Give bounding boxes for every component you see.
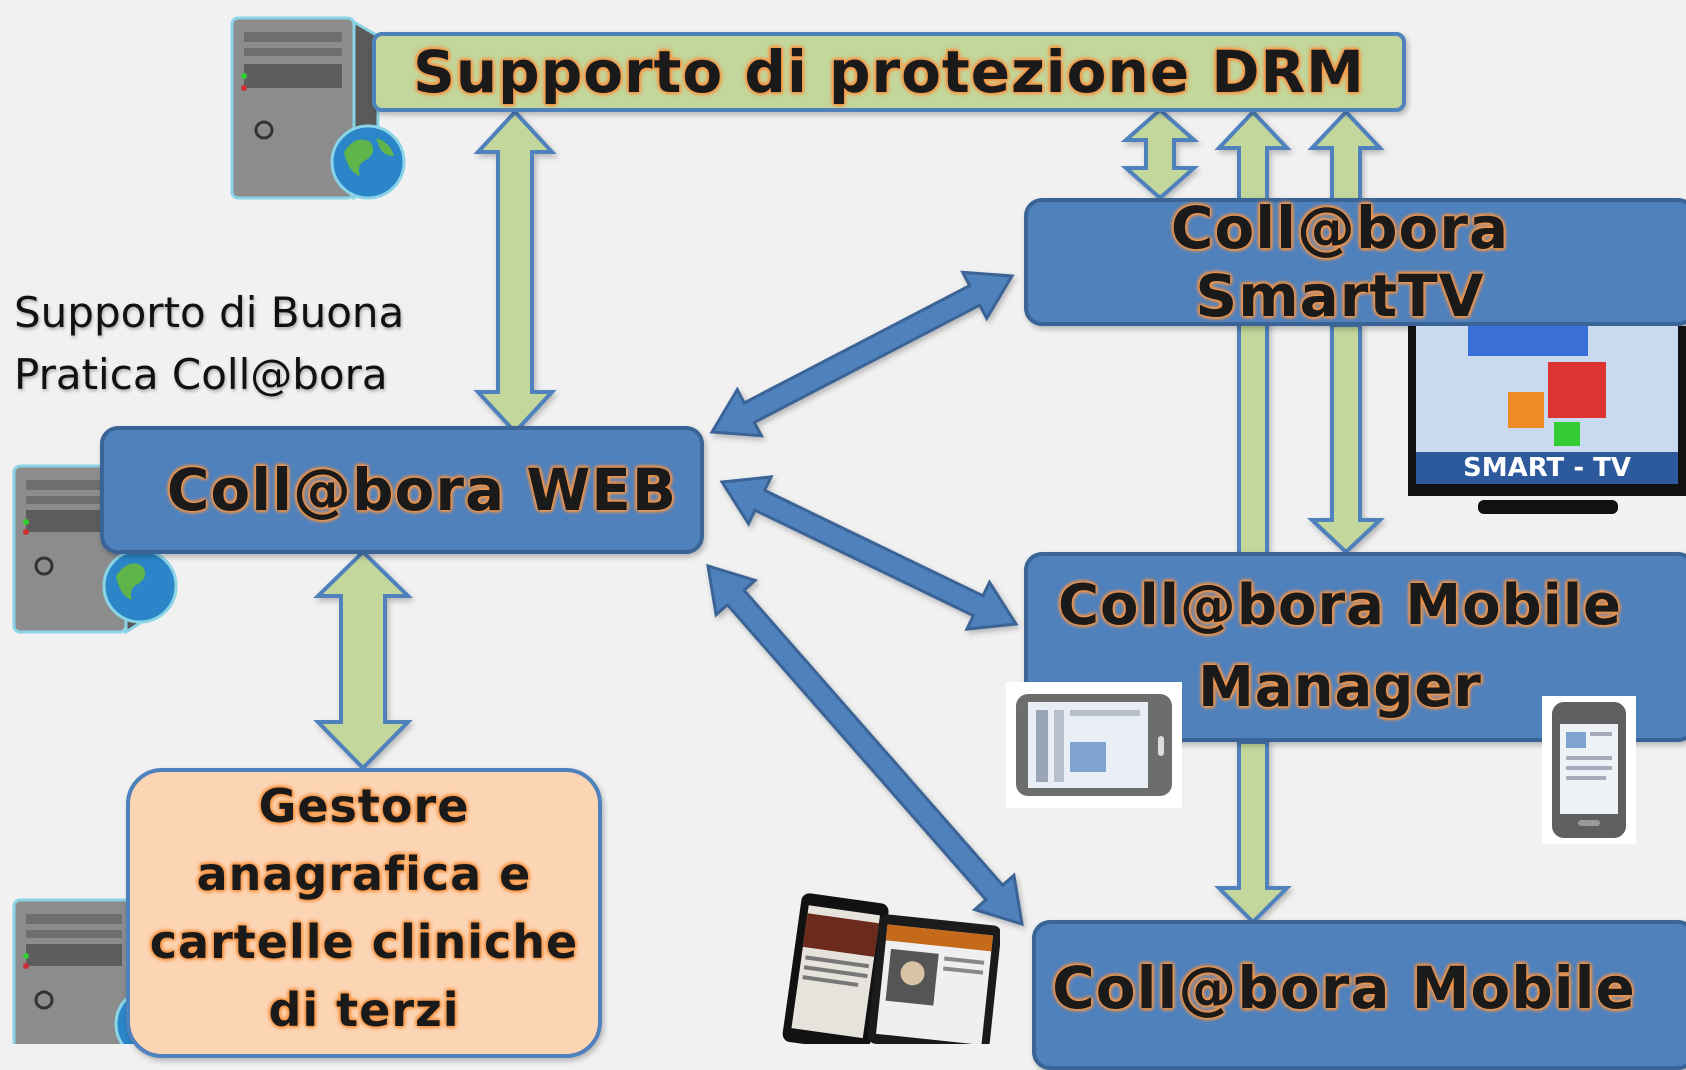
drm-box: Supporto di protezione DRM xyxy=(372,32,1406,112)
web-box: Coll@bora WEB xyxy=(100,426,704,554)
arrow-web-smarttv xyxy=(709,270,1015,438)
tablet-icon xyxy=(1006,682,1182,808)
smarttv-box: Coll@bora SmartTV xyxy=(1024,194,1686,330)
connector-layer xyxy=(313,107,1386,927)
mobile-manager-line1: Coll@bora Mobile xyxy=(1057,573,1623,638)
tablets-photo-icon xyxy=(782,893,1000,1044)
mobile-manager-line2: Manager xyxy=(1198,655,1482,720)
registry-box: Gestore anagrafica e cartelle cliniche d… xyxy=(126,768,602,1058)
smartphone-icon xyxy=(1542,696,1636,844)
smarttv-label: Coll@bora SmartTV xyxy=(1170,194,1510,330)
arrow-mobile-to-drm xyxy=(1214,109,1292,560)
mobile-box: Coll@bora Mobile xyxy=(1032,920,1686,1070)
registry-line3: cartelle cliniche xyxy=(149,915,579,969)
arrow-manager-to-mobile xyxy=(1214,740,1292,925)
arrow-web-mobile-manager xyxy=(719,475,1019,631)
arrow-drm-web xyxy=(473,109,557,435)
mobile-manager-box: Coll@bora Mobile Manager xyxy=(1024,552,1686,742)
arrow-smarttv-to-manager xyxy=(1306,323,1386,555)
tv-label: SMART - TV xyxy=(1463,453,1631,483)
registry-line1: Gestore xyxy=(258,779,470,833)
good-practice-line1: Supporto di Buona xyxy=(14,288,405,337)
arrow-web-registry xyxy=(313,549,413,771)
good-practice-label: Supporto di Buona Pratica Coll@bora xyxy=(14,282,404,406)
arrow-manager-to-drm xyxy=(1307,109,1385,202)
good-practice-line2: Pratica Coll@bora xyxy=(14,350,388,399)
drm-label: Supporto di protezione DRM xyxy=(413,38,1365,106)
web-label: Coll@bora WEB xyxy=(166,456,678,524)
mobile-label: Coll@bora Mobile xyxy=(1052,954,1636,1022)
registry-line4: di terzi xyxy=(268,983,460,1037)
registry-line2: anagrafica e xyxy=(196,847,532,901)
arrow-web-mobile xyxy=(706,563,1024,927)
arrow-drm-smarttv xyxy=(1120,107,1200,201)
server-globe-icon xyxy=(230,16,406,201)
tv-icon: SMART - TV xyxy=(1408,326,1686,514)
